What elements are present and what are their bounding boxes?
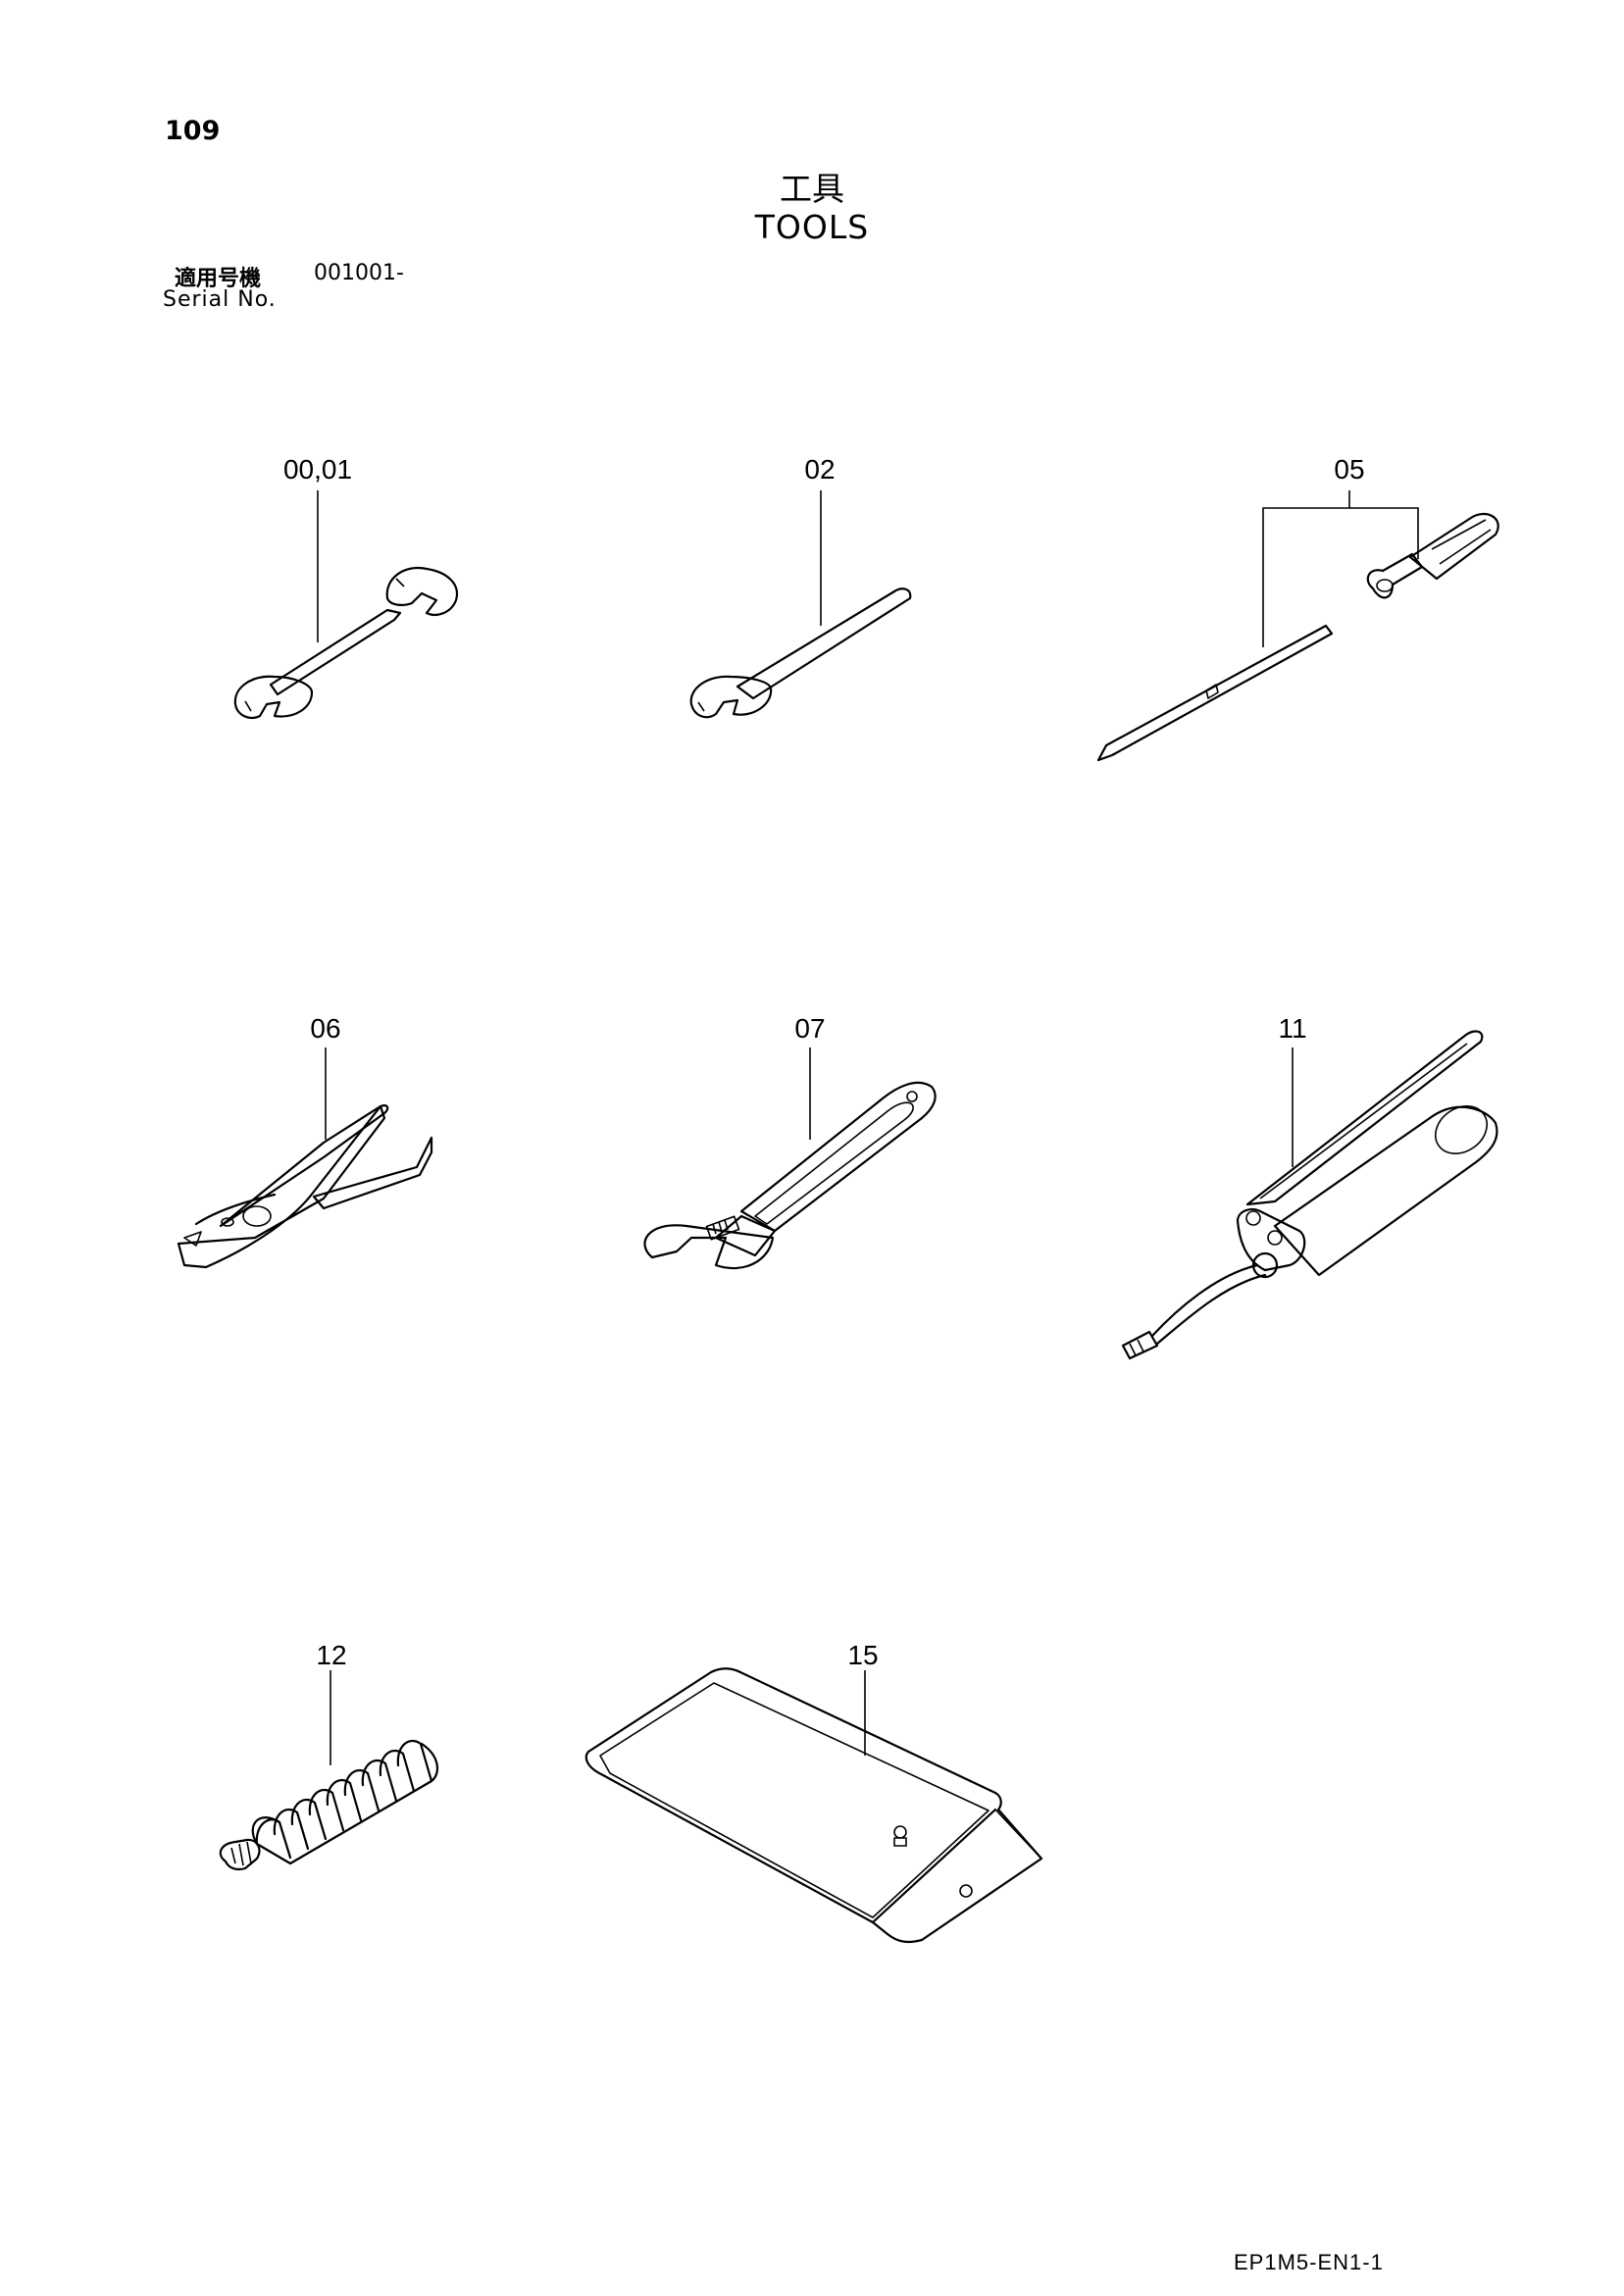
callout-07: 07 <box>794 1013 826 1044</box>
callout-15: 15 <box>847 1640 879 1670</box>
callout-06: 06 <box>310 1013 341 1044</box>
serial-value: 001001- <box>314 261 404 285</box>
callout-00-01: 00,01 <box>282 454 353 485</box>
page-number: 109 <box>165 116 221 146</box>
callout-02: 02 <box>804 454 836 485</box>
bellows-icon <box>219 1670 439 1871</box>
double-open-end-wrench-icon <box>233 490 459 720</box>
page-title-jp: 工具 <box>780 170 844 208</box>
page-title-en: TOOLS <box>754 208 870 246</box>
serial-label-jp: 適用号機 <box>175 267 262 291</box>
serial-label-en: Serial No. <box>163 287 277 312</box>
document-code: EP1M5-EN1-1 <box>1234 2250 1384 2274</box>
adjustable-wrench-icon <box>643 1047 937 1270</box>
tool-bag-icon <box>584 1667 1043 1944</box>
callout-12: 12 <box>316 1640 347 1670</box>
single-open-end-wrench-icon <box>689 490 912 719</box>
screwdriver-icon <box>1096 490 1499 762</box>
callout-11: 11 <box>1278 1013 1307 1044</box>
callout-05: 05 <box>1334 454 1365 485</box>
pliers-icon <box>177 1047 433 1269</box>
grease-gun-icon <box>1121 1030 1498 1360</box>
